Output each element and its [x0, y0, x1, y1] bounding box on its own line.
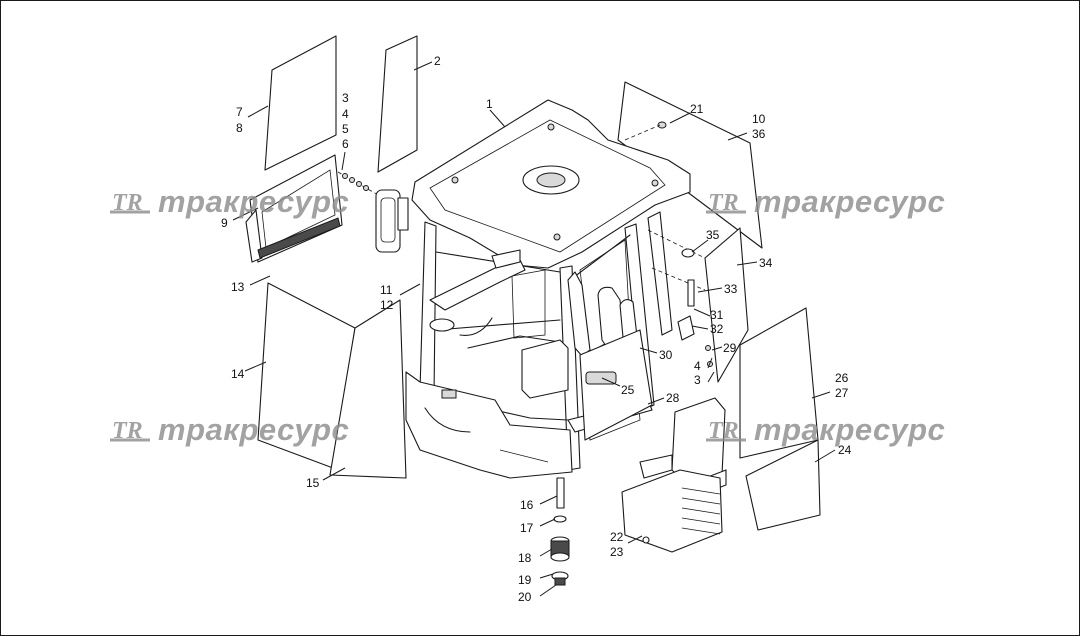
callout-28: 28 — [666, 391, 680, 405]
watermark-logo: TR — [708, 418, 739, 444]
callout-6: 6 — [342, 137, 349, 151]
callout-33: 33 — [724, 282, 738, 296]
callout-24: 24 — [838, 443, 852, 457]
callout-35: 35 — [706, 228, 720, 242]
callout-5: 5 — [342, 122, 349, 136]
callout-12: 12 — [380, 298, 394, 312]
callout-14: 14 — [231, 367, 245, 381]
watermark-2: TR тракресурс — [706, 184, 945, 219]
callout-16: 16 — [520, 498, 534, 512]
callout-34: 34 — [759, 256, 773, 270]
callout-20: 20 — [518, 590, 532, 604]
hardware-3-6 — [337, 171, 381, 197]
callout-36: 36 — [752, 127, 766, 141]
watermark-logo: TR — [112, 190, 143, 216]
callout-27: 27 — [835, 386, 849, 400]
callout-19: 19 — [518, 573, 532, 587]
callout-32: 32 — [710, 322, 724, 336]
callout-4: 4 — [342, 107, 349, 121]
callout-29: 29 — [723, 341, 737, 355]
watermark-text: тракресурс — [158, 412, 349, 447]
watermark-3: TR тракресурс — [110, 412, 349, 447]
cab-structure — [405, 99, 691, 479]
callout-8: 8 — [236, 121, 243, 135]
callout-4b: 4 — [694, 359, 701, 373]
watermark-logo: TR — [112, 418, 143, 444]
callout-15: 15 — [306, 476, 320, 490]
callout-26: 26 — [835, 371, 849, 385]
callout-18: 18 — [518, 551, 532, 565]
callout-3: 3 — [342, 91, 349, 105]
callout-10: 10 — [752, 112, 766, 126]
watermark-text: тракресурс — [754, 412, 945, 447]
callout-25: 25 — [621, 383, 635, 397]
leader-lines — [232, 61, 836, 597]
glass-panel-7-8 — [264, 35, 337, 171]
callout-1: 1 — [486, 97, 493, 111]
callout-11: 11 — [380, 283, 393, 297]
callout-21: 21 — [690, 102, 704, 116]
glass-panel-15 — [329, 299, 407, 479]
watermark-text: тракресурс — [158, 184, 349, 219]
watermark-text: тракресурс — [754, 184, 945, 219]
cab-door — [579, 329, 653, 441]
callout-9: 9 — [221, 216, 228, 230]
callout-labels: 1 2 3 4 5 6 7 8 9 10 36 11 12 13 14 15 1… — [221, 54, 852, 604]
callout-31: 31 — [710, 308, 724, 322]
glass-panel-10-36 — [617, 81, 763, 249]
callout-7: 7 — [236, 105, 243, 119]
callout-22: 22 — [610, 530, 624, 544]
glass-panel-34 — [704, 227, 749, 383]
callout-13: 13 — [231, 280, 245, 294]
glass-panel-24 — [745, 439, 821, 531]
side-handle-bracket — [375, 189, 409, 253]
sun-visor — [245, 154, 343, 263]
callout-23: 23 — [610, 545, 624, 559]
watermark-logo: TR — [708, 190, 739, 216]
callout-30: 30 — [659, 348, 673, 362]
watermark-4: TR тракресурс — [706, 412, 945, 447]
callout-2: 2 — [434, 54, 441, 68]
right-side-hardware — [624, 121, 713, 367]
glass-panel-2 — [377, 35, 418, 173]
callout-3b: 3 — [694, 373, 701, 387]
cab-mount-stack — [550, 477, 570, 586]
callout-17: 17 — [520, 521, 534, 535]
operator-seat — [621, 397, 727, 553]
watermark-1: TR тракресурс — [110, 184, 349, 219]
